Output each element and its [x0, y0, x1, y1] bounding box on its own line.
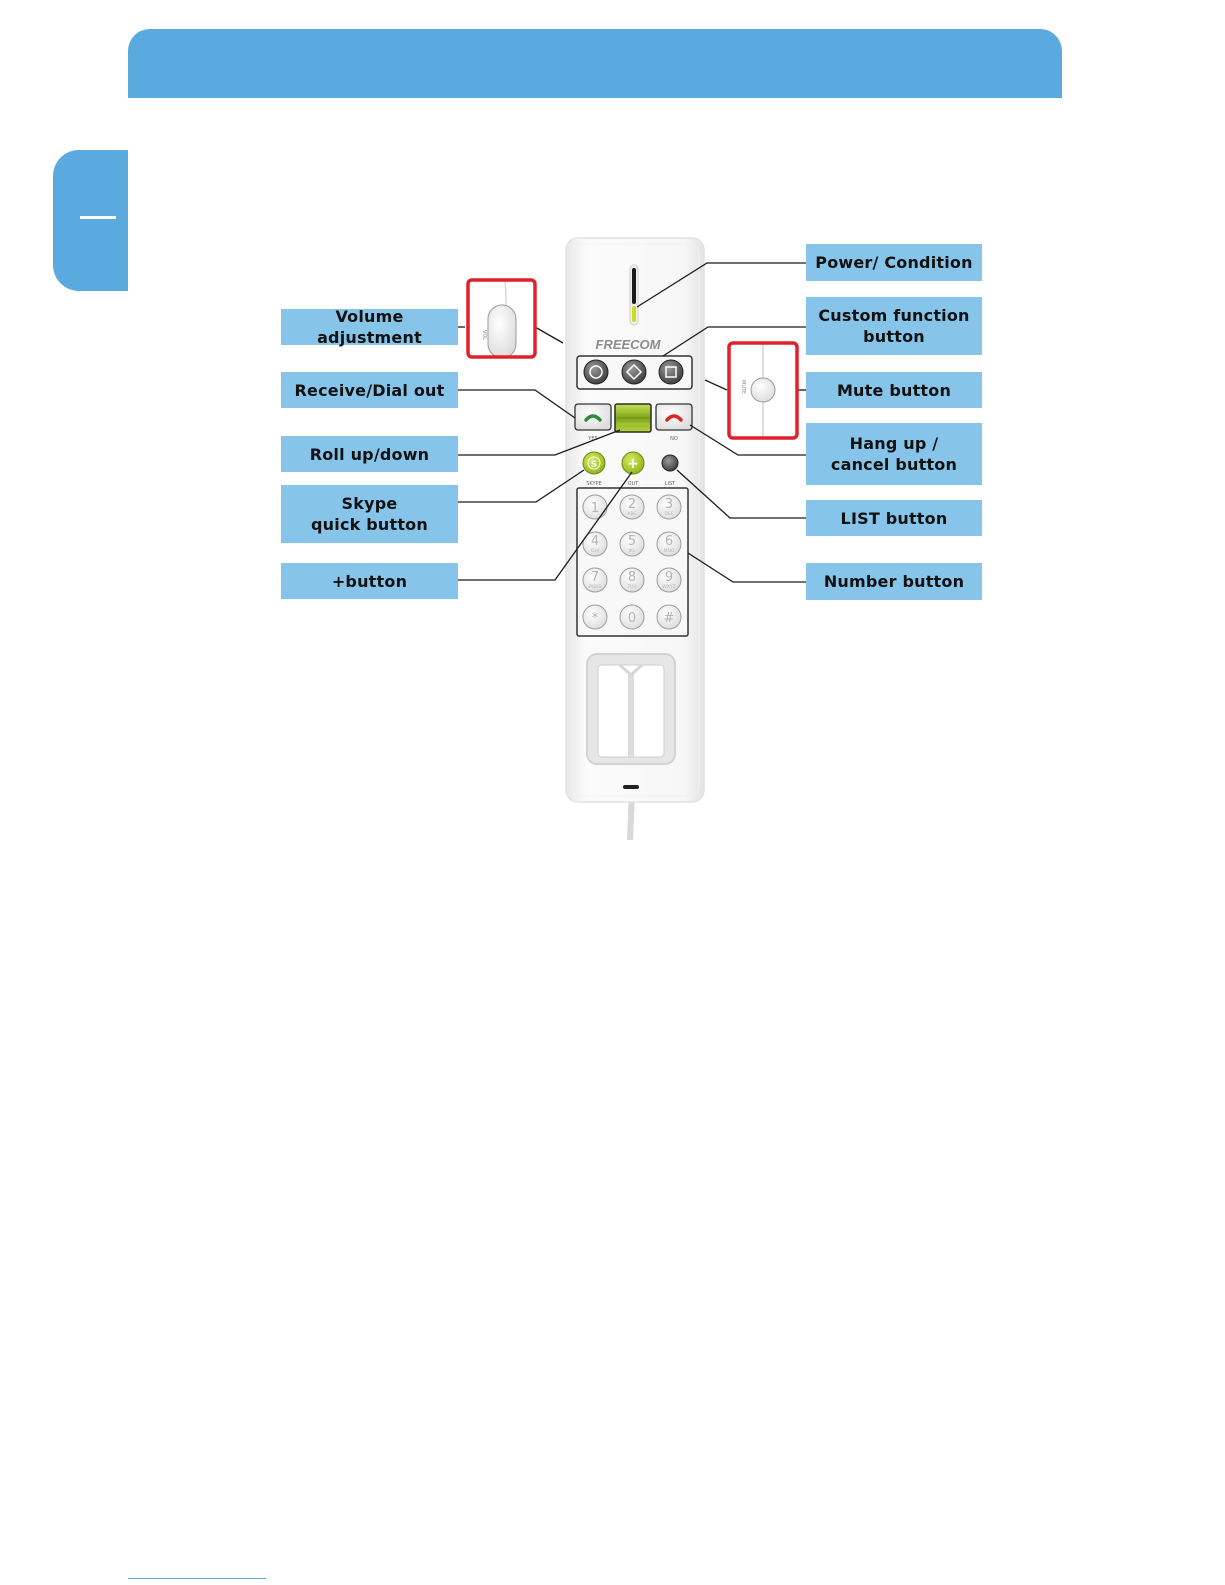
- custom-function-buttons: [584, 360, 683, 384]
- key-letters: TUV: [626, 584, 637, 590]
- number-key-1[interactable]: 1: [583, 495, 607, 519]
- key-digit: 2: [628, 497, 636, 512]
- key-digit: 6: [665, 534, 673, 549]
- key-digit: 4: [591, 534, 599, 549]
- key-digit: 3: [665, 497, 673, 512]
- hang-up-cancel-label: Hang up / cancel button: [806, 423, 982, 485]
- key-letters: PQRS: [589, 584, 601, 590]
- number-button-label: Number button: [806, 563, 982, 600]
- key-letters: DEF: [665, 511, 674, 517]
- key-digit: 8: [628, 570, 636, 585]
- key-digit: 5: [628, 534, 636, 549]
- power-condition-label: Power/ Condition: [806, 244, 982, 281]
- key-letters: JKL: [628, 548, 636, 554]
- key-letters: ABC: [627, 511, 636, 517]
- plus-button-label: +button: [281, 563, 458, 599]
- number-key-0[interactable]: 0: [620, 605, 644, 629]
- key-digit: #: [664, 611, 675, 626]
- number-key-star[interactable]: *: [583, 605, 607, 629]
- usb-port: [623, 785, 639, 789]
- volume-adjustment-label: Volume adjustment: [281, 309, 458, 345]
- mute-button-label: Mute button: [806, 372, 982, 408]
- key-digit: 7: [591, 570, 599, 585]
- key-digit: *: [592, 611, 599, 626]
- key-digit: 9: [665, 570, 673, 585]
- key-digit: 1: [591, 501, 599, 516]
- custom-function-button-label: Custom function button: [806, 297, 982, 355]
- plus-icon: +: [627, 456, 639, 472]
- key-digit: 0: [628, 611, 636, 626]
- volume-zoom: VOL: [468, 280, 535, 358]
- roll-up-down-label: Roll up/down: [281, 436, 458, 472]
- mute-switch: [751, 378, 775, 402]
- svg-text:MUTE: MUTE: [740, 380, 746, 394]
- volume-slider: [488, 305, 516, 358]
- list-button: [662, 455, 678, 471]
- receive-dial-out-label: Receive/Dial out: [281, 372, 458, 408]
- svg-text:OUT: OUT: [628, 481, 640, 487]
- skype-icon: S: [591, 460, 597, 470]
- function-square-button: [659, 360, 683, 384]
- svg-text:SKYPE: SKYPE: [586, 481, 602, 487]
- svg-text:LIST: LIST: [665, 481, 676, 487]
- svg-text:VOL: VOL: [481, 330, 487, 340]
- power-indicator: [630, 265, 638, 325]
- list-button-label: LIST button: [806, 500, 982, 536]
- key-letters: WXYZ: [662, 584, 675, 590]
- mute-zoom: MUTE: [729, 343, 797, 438]
- svg-text:NO: NO: [670, 436, 678, 442]
- key-letters: MNO: [664, 548, 675, 554]
- skype-quick-button-label: Skype quick button: [281, 485, 458, 543]
- function-circle-button: [584, 360, 608, 384]
- number-key-hash[interactable]: #: [657, 605, 681, 629]
- freecom-logo: FREECOM: [596, 337, 662, 352]
- function-diamond-button: [622, 360, 646, 384]
- key-letters: GHI: [591, 548, 599, 554]
